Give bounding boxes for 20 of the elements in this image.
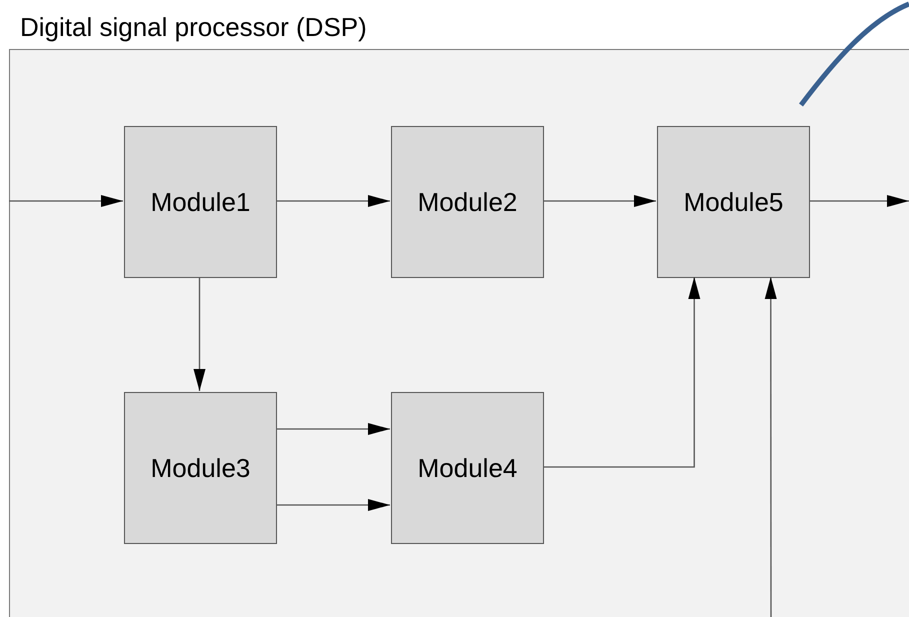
arrow	[543, 277, 700, 468]
module-box	[124, 392, 277, 544]
module-box	[124, 126, 277, 278]
panel-heading: Digital signal processor (DSP)	[20, 12, 367, 43]
arrow	[276, 195, 390, 207]
module-label: Module1	[150, 186, 250, 218]
module-label: Module2	[418, 186, 518, 218]
module-label: Module4	[418, 452, 518, 484]
arrow	[194, 277, 206, 391]
arrow	[809, 195, 909, 207]
arrow	[9, 195, 123, 207]
module-box	[657, 126, 810, 278]
arrow	[543, 195, 656, 207]
arrow	[276, 423, 390, 435]
module-box	[391, 392, 544, 544]
module-label: Module3	[150, 452, 250, 484]
arrow	[276, 499, 390, 511]
module-box	[391, 126, 544, 278]
module-label: Module5	[684, 186, 784, 218]
arrow	[764, 277, 777, 617]
